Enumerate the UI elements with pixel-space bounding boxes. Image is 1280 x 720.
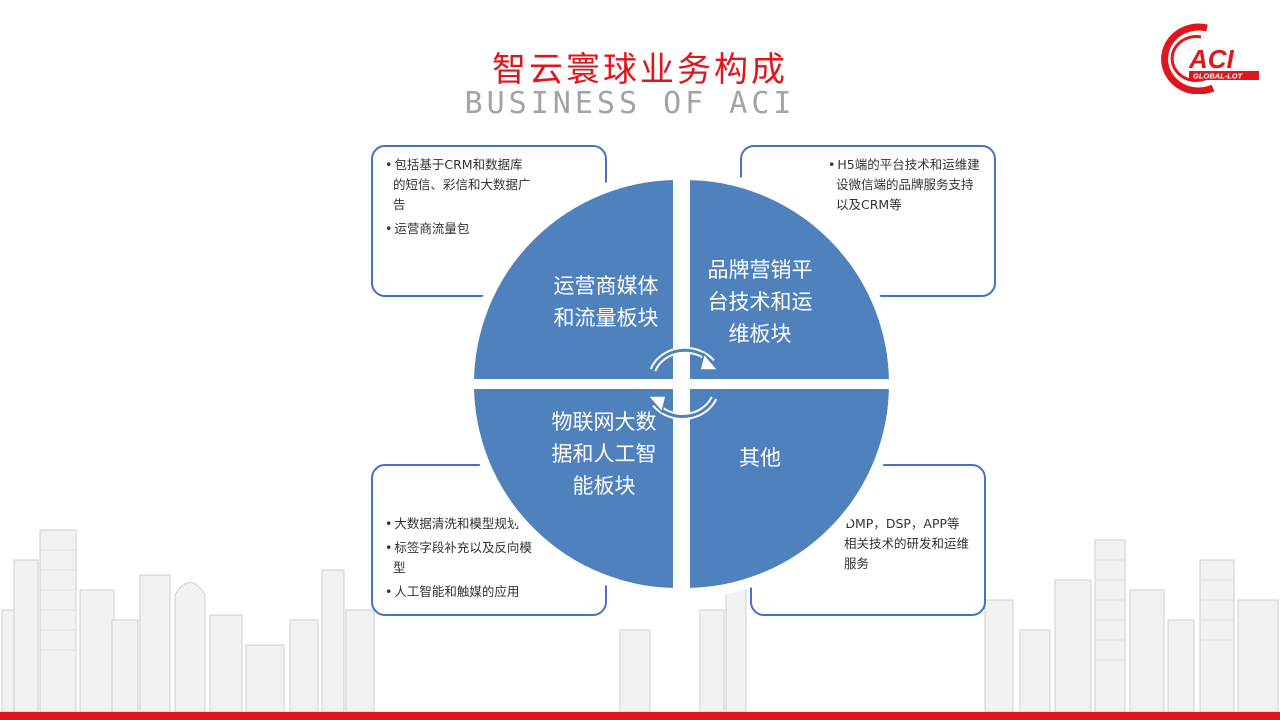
logo-text: ACI bbox=[1188, 44, 1235, 74]
quadrant-label-bottom-right: 其他 bbox=[690, 442, 830, 474]
quadrant-label-line: 维板块 bbox=[728, 322, 792, 346]
quadrant-top-left bbox=[463, 169, 683, 389]
quadrant-label-line: 能板块 bbox=[572, 474, 636, 498]
quadrant-label-line: 据和人工智 bbox=[551, 442, 657, 466]
box-item: 大数据清洗和模型规划 bbox=[383, 514, 535, 534]
box-item: 运营商流量包 bbox=[383, 219, 535, 239]
box-item: 人工智能和触媒的应用 bbox=[383, 582, 535, 602]
box-item: 标签字段补充以及反向模型 bbox=[383, 538, 535, 578]
quadrant-label-bottom-left: 物联网大数 据和人工智 能板块 bbox=[534, 406, 674, 502]
quadrant-label-top-left: 运营商媒体 和流量板块 bbox=[536, 270, 676, 334]
logo-tagline: GLOBAL-LOT bbox=[1193, 72, 1244, 81]
bottom-accent-bar bbox=[0, 712, 1280, 720]
quadrant-label-line: 运营商媒体 bbox=[553, 274, 659, 298]
box-item: 包括基于CRM和数据库的短信、彩信和大数据广告 bbox=[383, 155, 535, 215]
quadrant-bottom-right bbox=[680, 379, 900, 599]
page-title: 智云寰球业务构成 bbox=[492, 50, 788, 90]
quadrant-label-line: 其他 bbox=[739, 446, 781, 470]
page-subtitle: BUSINESS OF ACI bbox=[464, 86, 796, 121]
quadrant-label-line: 台技术和运 bbox=[707, 290, 813, 314]
quadrant-label-top-right: 品牌营销平 台技术和运 维板块 bbox=[690, 254, 830, 350]
quadrant-top-right bbox=[680, 169, 900, 389]
aci-logo: ACI GLOBAL-LOT bbox=[1161, 23, 1259, 94]
quadrant-label-line: 和流量板块 bbox=[553, 306, 659, 330]
box-item: H5端的平台技术和运维建设微信端的品牌服务支持以及CRM等 bbox=[826, 155, 980, 215]
city-skyline-illustration bbox=[1, 529, 1279, 712]
quadrant-bottom-left bbox=[463, 379, 683, 599]
quadrant-label-line: 物联网大数 bbox=[551, 410, 657, 434]
box-item: DMP，DSP，APP等相关技术的研发和运维服务 bbox=[834, 514, 972, 574]
quadrant-label-line: 品牌营销平 bbox=[707, 258, 813, 282]
